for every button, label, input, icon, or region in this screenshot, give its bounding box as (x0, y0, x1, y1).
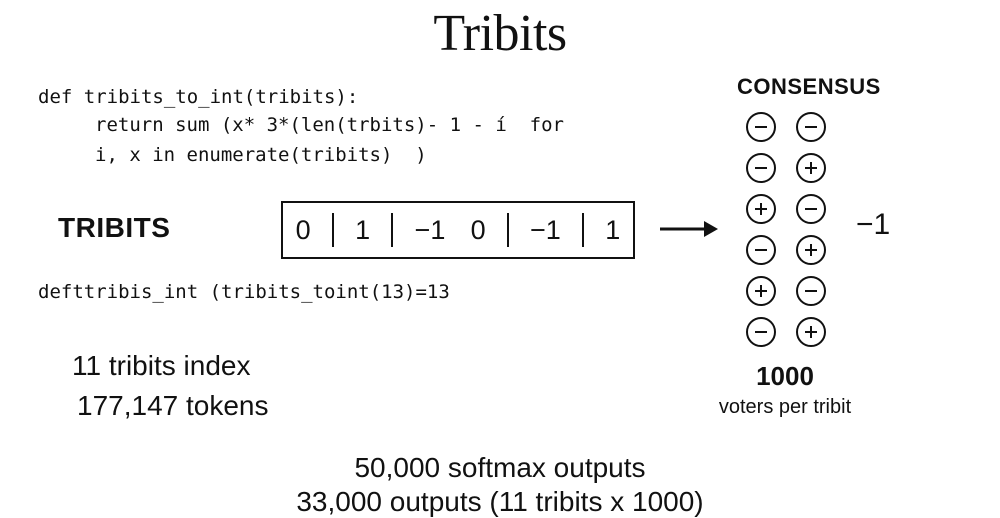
divider (331, 213, 334, 247)
code-example: defttribis_int (tribits_toint(13)=13 (38, 281, 450, 303)
code-line-return: return sum (x* 3*(len(trbits)- 1 - í for (95, 114, 564, 136)
plus-vote-icon (746, 276, 776, 306)
voters-label: voters per tribit (718, 396, 852, 418)
minus-vote-icon (796, 276, 826, 306)
tribit-value: 1 (355, 214, 371, 245)
tribit-value: 0 (295, 214, 311, 245)
voters-count: 1000 (756, 361, 814, 391)
outputs-summary: 33,000 outputs (11 tribits x 1000) (296, 486, 704, 517)
divider (582, 213, 585, 247)
right-arrow-icon (660, 221, 718, 237)
tribit-value: 1 (605, 214, 621, 245)
minus-vote-icon (796, 112, 826, 142)
minus-vote-icon (796, 194, 826, 224)
plus-vote-icon (796, 317, 826, 347)
code-line-enumerate: i, x in enumerate(tribits) ) (95, 144, 427, 166)
consensus-result: −1 (856, 208, 891, 241)
divider (506, 213, 509, 247)
tribits-index-stat: 11 tribits index (72, 350, 251, 381)
plus-vote-icon (746, 194, 776, 224)
minus-vote-icon (746, 235, 776, 265)
tribit-value: −1 (414, 214, 446, 245)
tokens-stat: 177,147 tokens (77, 390, 269, 421)
minus-vote-icon (746, 153, 776, 183)
tribit-value: 0 (470, 214, 486, 245)
page-title: Tribits (433, 5, 567, 62)
plus-vote-icon (796, 153, 826, 183)
divider (391, 213, 394, 247)
minus-vote-icon (746, 317, 776, 347)
code-line-def: def tribits_to_int(tribits): (38, 86, 359, 108)
softmax-outputs: 50,000 softmax outputs (354, 452, 646, 483)
tribit-sequence-box: 0 1 −1 0 −1 1 (281, 201, 635, 259)
tribits-label: TRIBITS (58, 212, 171, 243)
minus-vote-icon (746, 112, 776, 142)
plus-vote-icon (796, 235, 826, 265)
consensus-label: CONSENSUS (737, 74, 881, 99)
tribit-value: −1 (530, 214, 561, 245)
